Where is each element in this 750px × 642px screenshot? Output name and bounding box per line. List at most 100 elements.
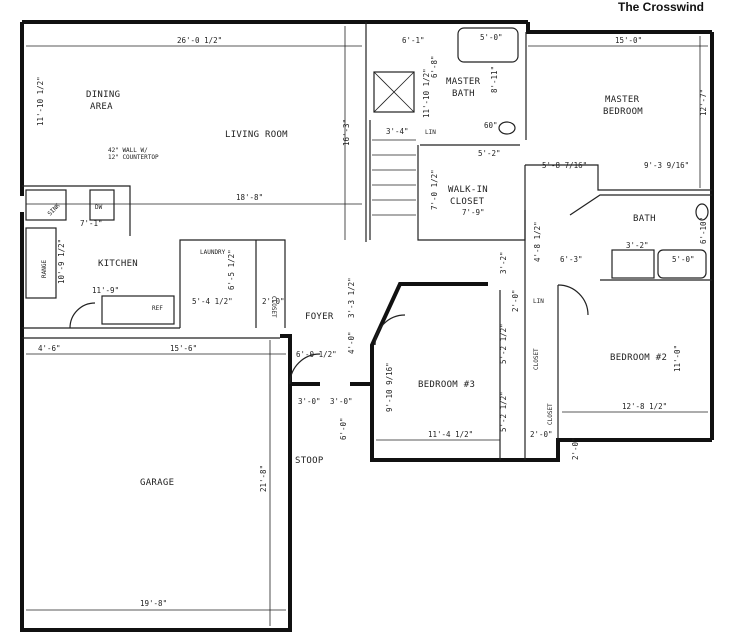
label-master-bedroom-1: MASTER bbox=[605, 95, 640, 105]
label-ref: REF bbox=[152, 305, 163, 312]
dimensions: 26'-0 1/2" 6'-1" 5'-0" 15'-0" 11'-10 1/2… bbox=[36, 33, 708, 608]
label-dining-1: DINING bbox=[86, 90, 120, 100]
dim-2-0-d: 2'-0" bbox=[530, 430, 553, 439]
label-bedroom-3: BEDROOM #3 bbox=[418, 380, 475, 390]
shower-x2 bbox=[373, 71, 415, 113]
label-bedroom-2: BEDROOM #2 bbox=[610, 353, 667, 363]
dim-5-4: 5'-4 1/2" bbox=[192, 297, 233, 306]
counter-range bbox=[25, 227, 57, 299]
plan-title: The Crosswind bbox=[618, 0, 705, 14]
dim-5-2: 5'-2" bbox=[478, 149, 501, 158]
door-swing-bed3 bbox=[374, 314, 406, 346]
dim-6-3: 6'-3" bbox=[560, 255, 583, 264]
dim-11-9: 11'-9" bbox=[92, 286, 119, 295]
wall-master-bottom bbox=[525, 164, 712, 191]
dim-6-0: 6'-0 1/2" bbox=[296, 350, 337, 359]
door-swing-bed2 bbox=[557, 284, 589, 316]
label-wall-note-1: 42" WALL W/ bbox=[108, 147, 148, 154]
label-master-bath-1: MASTER bbox=[446, 77, 481, 87]
wall-bath bbox=[569, 194, 712, 216]
dim-5-2-v1: 5'-2 1/2" bbox=[499, 323, 508, 364]
dim-5-8: 5'-8 7/16" bbox=[542, 161, 587, 170]
dim-15-6: 15'-6" bbox=[170, 344, 197, 353]
dim-5-2-v2: 5'-2 1/2" bbox=[499, 391, 508, 432]
dim-18-8: 18'-8" bbox=[236, 193, 263, 202]
exterior-walls bbox=[20, 20, 714, 632]
dim-7-1: 7'-1" bbox=[80, 219, 103, 228]
dim-6-5: 6'-5 1/2" bbox=[227, 249, 236, 290]
label-dining-2: AREA bbox=[90, 102, 113, 112]
interior-walls bbox=[22, 22, 712, 460]
label-laundry: LAUNDRY bbox=[200, 249, 226, 256]
shower bbox=[373, 71, 415, 113]
wall-walkin bbox=[417, 145, 526, 241]
toilet-bath bbox=[695, 203, 709, 221]
label-closet-laundry: CLOSET bbox=[270, 296, 277, 318]
dim-2-0-e: 2'-0" bbox=[571, 437, 580, 460]
door-swing-front bbox=[289, 353, 321, 385]
label-wall-note-2: 12" COUNTERTOP bbox=[108, 154, 159, 161]
dim-11-10-dining: 11'-10 1/2" bbox=[36, 76, 45, 126]
label-master-bedroom-2: BEDROOM bbox=[603, 107, 643, 117]
dim-9-10: 9'-10 9/16" bbox=[385, 362, 394, 412]
dim-9-3: 9'-3 9/16" bbox=[644, 161, 689, 170]
wall-laundry bbox=[179, 239, 286, 328]
label-living-room: LIVING ROOM bbox=[225, 130, 288, 140]
label-lin-hall: LIN bbox=[533, 298, 544, 305]
dim-4-0: 4'-0" bbox=[347, 331, 356, 354]
label-foyer: FOYER bbox=[305, 312, 334, 322]
dim-11-0: 11'-0" bbox=[673, 345, 682, 372]
dim-3-3: 3'-3 1/2" bbox=[347, 277, 356, 318]
wall-bed3-bottom bbox=[370, 282, 528, 462]
door-swing-kitchen bbox=[69, 302, 96, 329]
dim-19-8: 19'-8" bbox=[140, 599, 167, 608]
dim-5-0-tub: 5'-0" bbox=[480, 33, 503, 42]
dim-10-9: 10'-9 1/2" bbox=[57, 239, 66, 284]
bathtub-master bbox=[457, 27, 519, 63]
label-garage: GARAGE bbox=[140, 478, 174, 488]
dimension-lines bbox=[26, 26, 708, 626]
fixture-labels: SINK DW RANGE REF LIN LIN CLOSET CLOSET … bbox=[41, 129, 554, 425]
label-closet-b2: CLOSET bbox=[547, 403, 554, 425]
dim-3-0-b: 3'-0" bbox=[330, 397, 353, 406]
wall-bed2-bottom bbox=[528, 438, 712, 462]
label-kitchen: KITCHEN bbox=[98, 259, 138, 269]
label-walkin-2: CLOSET bbox=[450, 197, 485, 207]
label-dw: DW bbox=[95, 204, 103, 211]
dim-15-0: 15'-0" bbox=[615, 36, 642, 45]
wall-master-top bbox=[526, 22, 712, 34]
dim-2-0-b: 2'-0" bbox=[511, 289, 520, 312]
toilet-master bbox=[498, 121, 516, 135]
label-bath: BATH bbox=[633, 214, 656, 224]
dim-11-10-bath: 11'-10 1/2" bbox=[422, 68, 431, 118]
fixtures bbox=[25, 27, 709, 385]
label-range: RANGE bbox=[41, 260, 48, 278]
dim-5-0-bath: 5'-0" bbox=[672, 255, 695, 264]
dim-7-0: 7'-0 1/2" bbox=[430, 169, 439, 210]
dim-11-4: 11'-4 1/2" bbox=[428, 430, 473, 439]
dim-8-11: 8'-11" bbox=[490, 66, 499, 93]
dim-6-1: 6'-1" bbox=[402, 36, 425, 45]
label-master-bath-2: BATH bbox=[452, 89, 475, 99]
dim-3-2-bath: 3'-2" bbox=[626, 241, 649, 250]
dim-3-4: 3'-4" bbox=[386, 127, 409, 136]
label-closet-b3: CLOSET bbox=[533, 348, 540, 370]
dim-4-6: 4'-6" bbox=[38, 344, 61, 353]
dim-6-10: 6'-10" bbox=[699, 217, 708, 244]
dim-2-0-a: 2'-0" bbox=[262, 297, 285, 306]
dim-16-3: 16'-3" bbox=[342, 119, 351, 146]
counter-sink bbox=[25, 189, 67, 221]
wall-kitchen-top bbox=[22, 185, 131, 236]
label-stoop: STOOP bbox=[295, 456, 324, 466]
dim-7-9: 7'-9" bbox=[462, 208, 485, 217]
label-lin: LIN bbox=[425, 129, 436, 136]
dim-12-7: 12'-7" bbox=[699, 89, 708, 116]
label-walkin-1: WALK-IN bbox=[448, 185, 488, 195]
stairs bbox=[372, 139, 416, 216]
room-labels: DINING AREA LIVING ROOM MASTER BATH MAST… bbox=[86, 77, 667, 488]
dim-6-0-v: 6'-0" bbox=[339, 417, 348, 440]
dishwasher bbox=[89, 189, 115, 221]
dim-21-8: 21'-8" bbox=[259, 465, 268, 492]
